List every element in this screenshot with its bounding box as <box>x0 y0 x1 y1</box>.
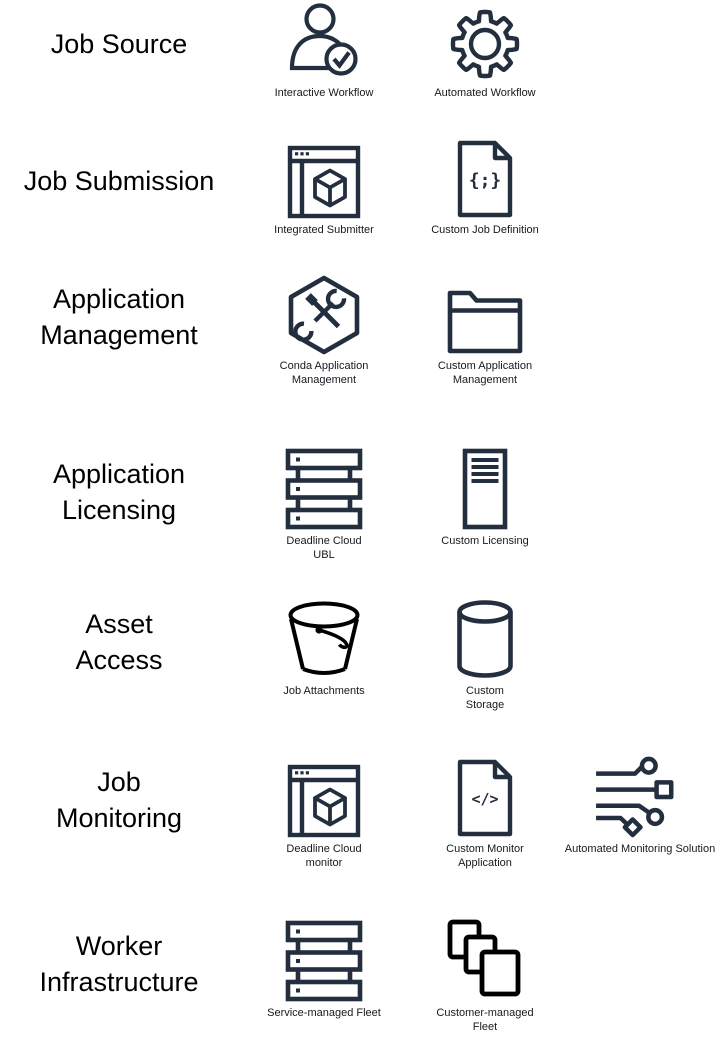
server-stack-icon <box>285 448 363 530</box>
automation-circuit-icon <box>594 756 686 838</box>
component-item: Integrated Submitter <box>259 137 389 238</box>
component-label: Automated Monitoring Solution <box>564 843 716 855</box>
component-item: {;} Custom Job Definition <box>420 137 550 238</box>
gear-icon <box>447 6 523 82</box>
component-item: Custom Storage <box>420 598 550 712</box>
server-stack-icon <box>285 920 363 1002</box>
category-label: Job Source <box>50 29 188 59</box>
stacked-squares-icon <box>446 918 524 1002</box>
category-label: Asset Access <box>75 609 163 675</box>
component-item: Conda Application Management <box>259 273 389 387</box>
bucket-icon <box>285 598 363 680</box>
component-label: Custom Monitor Application <box>446 843 524 869</box>
component-label: Custom Licensing <box>441 535 529 547</box>
component-item: </> Custom Monitor Application <box>420 756 550 870</box>
json-document-icon: {;} <box>456 139 514 219</box>
user-check-icon <box>287 2 361 82</box>
tools-hexagon-icon <box>286 275 362 355</box>
cylinder-icon <box>455 598 515 680</box>
app-window-cube-icon <box>287 764 361 838</box>
component-label: Customer-managed Fleet <box>436 1007 534 1033</box>
component-label: Job Attachments <box>283 685 365 697</box>
svg-text:{;}: {;} <box>469 170 502 191</box>
component-item: Custom Licensing <box>420 448 550 549</box>
component-label: Interactive Workflow <box>274 87 374 99</box>
component-label: Conda Application Management <box>279 360 369 386</box>
app-window-cube-icon <box>287 145 361 219</box>
code-document-icon: </> <box>456 758 514 838</box>
component-item: Deadline Cloud monitor <box>259 756 389 870</box>
component-item: Automated Monitoring Solution <box>551 756 725 857</box>
component-item: Service-managed Fleet <box>259 920 389 1021</box>
component-label: Deadline Cloud monitor <box>286 843 362 869</box>
component-label: Service-managed Fleet <box>267 1007 381 1019</box>
component-label: Automated Workflow <box>434 87 536 99</box>
component-item: Job Attachments <box>259 598 389 699</box>
component-item: Customer-managed Fleet <box>420 918 550 1034</box>
component-item: Deadline Cloud UBL <box>259 448 389 562</box>
component-label: Custom Storage <box>465 685 505 711</box>
component-item: Interactive Workflow <box>259 0 389 101</box>
component-label: Custom Job Definition <box>431 224 539 236</box>
svg-text:</>: </> <box>471 790 498 808</box>
category-label: Job Submission <box>23 166 215 196</box>
component-item: Custom Application Management <box>420 273 550 387</box>
folder-icon <box>446 285 524 355</box>
component-item: Automated Workflow <box>420 0 550 101</box>
category-label: Job Monitoring <box>55 767 183 833</box>
component-label: Custom Application Management <box>437 360 533 386</box>
component-label: Integrated Submitter <box>274 224 374 236</box>
category-label: Worker Infrastructure <box>39 931 199 997</box>
tower-server-icon <box>462 448 508 530</box>
category-label: Application Licensing <box>52 459 186 525</box>
component-label: Deadline Cloud UBL <box>286 535 362 561</box>
category-label: Application Management <box>40 284 198 350</box>
